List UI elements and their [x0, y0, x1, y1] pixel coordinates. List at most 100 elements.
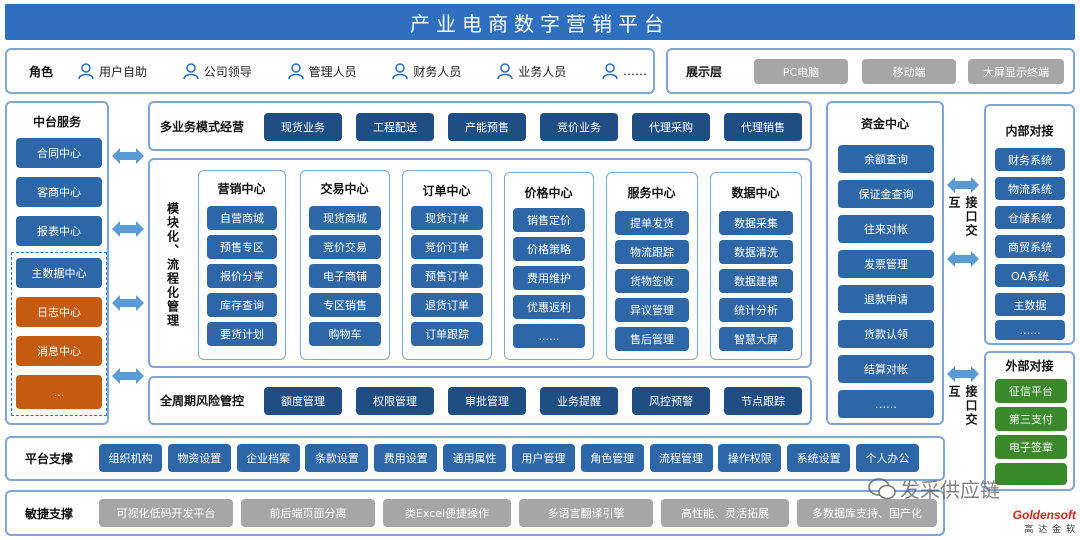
biz-mode-item[interactable]: 代理销售 [724, 113, 802, 141]
module-item[interactable]: 数据清洗 [719, 240, 793, 264]
module-item[interactable]: 库存查询 [207, 293, 277, 317]
platform-item[interactable]: 角色管理 [580, 444, 644, 472]
internal-item[interactable]: 商贸系统 [995, 235, 1065, 258]
module-item[interactable]: 智慧大屏 [719, 327, 793, 351]
external-item[interactable]: 第三支付 [995, 407, 1067, 431]
role-item: 用户自助 [77, 62, 147, 80]
platform-item[interactable]: 费用设置 [374, 444, 438, 472]
module-item[interactable]: ...... [513, 324, 585, 348]
module-item[interactable]: 数据采集 [719, 211, 793, 235]
module-item[interactable]: 竞价订单 [411, 235, 483, 259]
message-center[interactable]: 消息中心 [16, 336, 102, 366]
module-item[interactable]: 自营商城 [207, 206, 277, 230]
external-item[interactable]: 征信平台 [995, 379, 1067, 403]
platform-item[interactable]: 物资设置 [167, 444, 231, 472]
display-pc[interactable]: PC电脑 [754, 59, 848, 84]
role-item: …… [601, 62, 647, 80]
internal-item[interactable]: 财务系统 [995, 148, 1065, 171]
module-item[interactable]: 销售定价 [513, 208, 585, 232]
report-center[interactable]: 报表中心 [16, 216, 102, 246]
module-item[interactable]: 电子商铺 [309, 264, 381, 288]
agile-panel: 敏捷支撑 可视化低码开发平台 前后端页面分离 类Excel便捷操作 多语言翻译引… [5, 490, 945, 536]
platform-item[interactable]: 通用属性 [443, 444, 507, 472]
display-bigscreen[interactable]: 大屏显示终端 [968, 59, 1064, 84]
biz-mode-item[interactable]: 工程配送 [356, 113, 434, 141]
agile-item[interactable]: 类Excel便捷操作 [383, 499, 511, 527]
internal-item[interactable]: 主数据 [995, 293, 1065, 316]
module-item[interactable]: 现货订单 [411, 206, 483, 230]
module-item[interactable]: 现货商城 [309, 206, 381, 230]
contract-center[interactable]: 合同中心 [16, 138, 102, 168]
log-center[interactable]: 日志中心 [16, 297, 102, 327]
agile-item[interactable]: 多语言翻译引擎 [519, 499, 653, 527]
platform-item[interactable]: 操作权限 [718, 444, 782, 472]
module-item[interactable]: 预售专区 [207, 235, 277, 259]
risk-panel: 全周期风险管控 额度管理 权限管理 审批管理 业务提醒 风控预警 节点跟踪 [148, 376, 812, 425]
internal-item[interactable]: 物流系统 [995, 177, 1065, 200]
platform-item[interactable]: 系统设置 [787, 444, 851, 472]
internal-panel: 内部对接 财务系统 物流系统 仓储系统 商贸系统 OA系统 主数据 ...... [984, 104, 1075, 345]
display-mobile[interactable]: 移动端 [862, 59, 956, 84]
module-item[interactable]: 优惠返利 [513, 295, 585, 319]
funds-item[interactable]: 结算对帐 [838, 355, 934, 383]
user-icon [78, 63, 94, 80]
agile-item[interactable]: 前后端页面分离 [241, 499, 375, 527]
agile-item[interactable]: 可视化低码开发平台 [99, 499, 233, 527]
risk-item[interactable]: 业务提醒 [540, 387, 618, 415]
funds-item[interactable]: 往来对帐 [838, 215, 934, 243]
funds-panel: 资金中心 余额查询 保证金查询 往来对帐 发票管理 退款申请 货款认领 结算对帐… [826, 101, 944, 425]
internal-item[interactable]: ...... [995, 320, 1065, 340]
module-item[interactable]: 要货计划 [207, 322, 277, 346]
customer-center[interactable]: 客商中心 [16, 177, 102, 207]
platform-item[interactable]: 个人办公 [855, 444, 919, 472]
risk-item[interactable]: 额度管理 [264, 387, 342, 415]
master-data-center[interactable]: 主数据中心 [16, 258, 102, 288]
module-item[interactable]: 退货订单 [411, 293, 483, 317]
platform-item[interactable]: 条款设置 [305, 444, 369, 472]
platform-item[interactable]: 用户管理 [511, 444, 575, 472]
module-item[interactable]: 预售订单 [411, 264, 483, 288]
module-item[interactable]: 专区销售 [309, 293, 381, 317]
risk-item[interactable]: 风控预警 [632, 387, 710, 415]
funds-item[interactable]: 货款认领 [838, 320, 934, 348]
internal-item[interactable]: OA系统 [995, 264, 1065, 287]
internal-item[interactable]: 仓储系统 [995, 206, 1065, 229]
module-price: 价格中心 销售定价 价格策略 费用维护 优惠返利 ...... [504, 172, 594, 360]
risk-item[interactable]: 节点跟踪 [724, 387, 802, 415]
biz-mode-item[interactable]: 代理采购 [632, 113, 710, 141]
module-item[interactable]: 统计分析 [719, 298, 793, 322]
module-item[interactable]: 数据建模 [719, 269, 793, 293]
module-item[interactable]: 购物车 [309, 322, 381, 346]
funds-item[interactable]: …… [838, 390, 934, 418]
risk-item[interactable]: 权限管理 [356, 387, 434, 415]
more-center[interactable]: ... [16, 375, 102, 409]
funds-item[interactable]: 余额查询 [838, 145, 934, 173]
module-item[interactable]: 费用维护 [513, 266, 585, 290]
module-item[interactable]: 物流跟踪 [615, 240, 689, 264]
biz-mode-item[interactable]: 竞价业务 [540, 113, 618, 141]
module-item[interactable]: 提单发货 [615, 211, 689, 235]
funds-item[interactable]: 退款申请 [838, 285, 934, 313]
module-item[interactable]: 售后管理 [615, 327, 689, 351]
funds-item[interactable]: 发票管理 [838, 250, 934, 278]
funds-item[interactable]: 保证金查询 [838, 180, 934, 208]
module-item[interactable]: 订单跟踪 [411, 322, 483, 346]
module-data: 数据中心 数据采集 数据清洗 数据建模 统计分析 智慧大屏 [710, 172, 802, 360]
interface-label: 接口交互 [947, 385, 978, 427]
module-item[interactable]: 竞价交易 [309, 235, 381, 259]
agile-item[interactable]: 高性能、灵活拓展 [661, 499, 789, 527]
platform-item[interactable]: 流程管理 [649, 444, 713, 472]
module-item[interactable]: 报价分享 [207, 264, 277, 288]
module-item[interactable]: 货物签收 [615, 269, 689, 293]
biz-mode-item[interactable]: 产能预售 [448, 113, 526, 141]
double-arrow-icon [112, 220, 144, 238]
risk-item[interactable]: 审批管理 [448, 387, 526, 415]
platform-item[interactable]: 企业档案 [236, 444, 300, 472]
biz-mode-item[interactable]: 现货业务 [264, 113, 342, 141]
external-item-blank[interactable] [995, 463, 1067, 485]
module-item[interactable]: 异议管理 [615, 298, 689, 322]
module-item[interactable]: 价格策略 [513, 237, 585, 261]
external-item[interactable]: 电子签章 [995, 435, 1067, 459]
platform-item[interactable]: 组织机构 [99, 444, 162, 472]
agile-item[interactable]: 多数据库支持、国产化 [797, 499, 937, 527]
